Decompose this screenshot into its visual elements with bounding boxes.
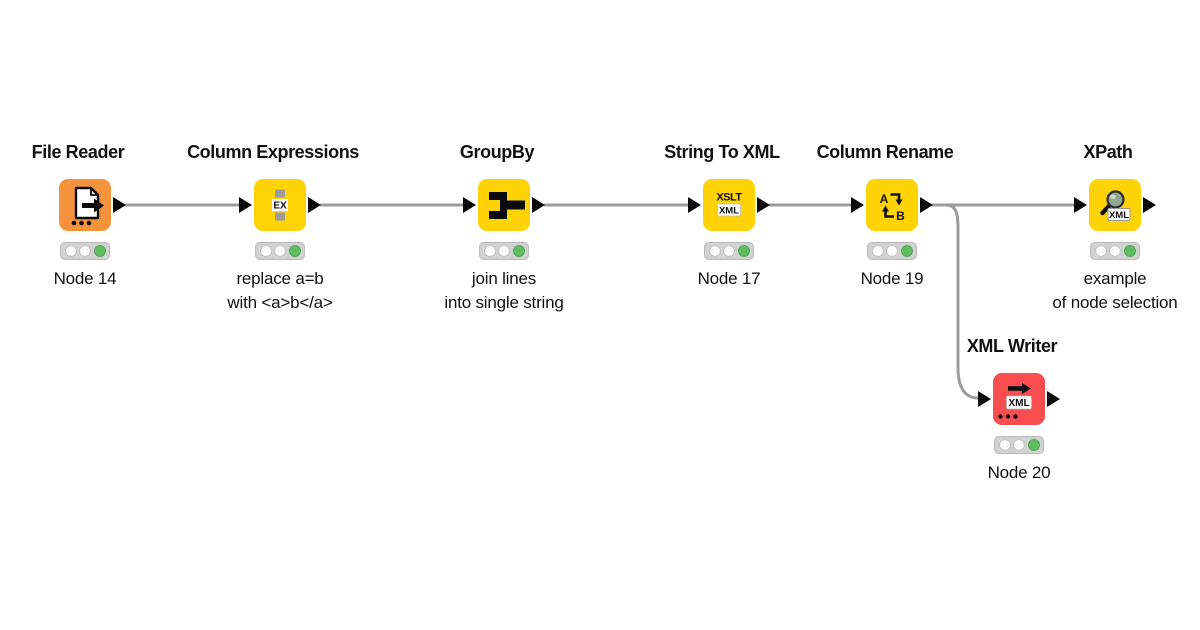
- output-port[interactable]: [757, 197, 770, 213]
- node-title: File Reader: [31, 142, 125, 162]
- icon-letter-a: A: [880, 192, 889, 206]
- node-title: Column Expressions: [187, 142, 359, 162]
- rename-a-to-b-icon: A B: [880, 192, 906, 223]
- traffic-light: [1090, 242, 1140, 260]
- traffic-light-red: [1094, 245, 1107, 257]
- merge-rows-icon: [489, 192, 525, 219]
- icon-text-ex: EX: [273, 201, 287, 212]
- traffic-light-green: [93, 245, 106, 257]
- input-port[interactable]: [851, 197, 864, 213]
- traffic-light-red: [708, 245, 721, 257]
- traffic-light-green: [1123, 245, 1136, 257]
- node-string-to-xml: String To XML XSLT XML Node 17: [664, 142, 780, 288]
- connection-column-rename-to-xml-writer[interactable]: [931, 203, 980, 400]
- output-port[interactable]: [920, 197, 933, 213]
- string-to-xml-node-body[interactable]: XSLT XML: [688, 179, 770, 231]
- input-port[interactable]: [463, 197, 476, 213]
- node-xml-writer: XML Writer XML Node 20: [967, 336, 1060, 482]
- node-label[interactable]: example of node selection: [985, 267, 1200, 315]
- output-port[interactable]: [308, 197, 321, 213]
- node-column-rename: Column Rename A B Node 19: [817, 142, 954, 288]
- node-label[interactable]: Node 19: [762, 267, 1022, 291]
- traffic-light-yellow: [1109, 245, 1121, 257]
- traffic-light-red: [483, 245, 496, 257]
- output-port[interactable]: [1143, 197, 1156, 213]
- node-column-expressions: Column Expressions EX replace a=b with <…: [187, 142, 359, 312]
- node-label[interactable]: Node 14: [0, 267, 215, 291]
- input-port[interactable]: [239, 197, 252, 213]
- traffic-light-green: [900, 245, 913, 257]
- node-label-line: Node 20: [987, 463, 1051, 482]
- magnifier-xml-icon: XML: [1100, 190, 1131, 221]
- file-export-icon: [71, 186, 104, 226]
- traffic-light-yellow: [79, 245, 91, 257]
- node-label-line: Node 19: [860, 269, 924, 288]
- node-groupby: GroupBy join lines into single string: [444, 142, 563, 312]
- node-label[interactable]: Node 17: [599, 267, 859, 291]
- traffic-light-red: [259, 245, 272, 257]
- traffic-light-green: [1027, 439, 1040, 451]
- node-label-line: join lines: [471, 269, 537, 288]
- traffic-light: [255, 242, 305, 260]
- node-label-line: example: [1083, 269, 1147, 288]
- icon-badge-xml: XML: [719, 206, 739, 217]
- node-title: String To XML: [664, 142, 780, 162]
- icon-badge-xml: XML: [1008, 398, 1029, 409]
- traffic-light-green: [737, 245, 750, 257]
- traffic-light-yellow: [498, 245, 510, 257]
- column-expressions-node-body[interactable]: EX: [239, 179, 321, 231]
- traffic-light-red: [871, 245, 884, 257]
- traffic-light: [479, 242, 529, 260]
- node-label-line: into single string: [444, 293, 564, 312]
- write-xml-icon: XML: [998, 383, 1032, 419]
- traffic-light-red: [998, 439, 1011, 451]
- output-port[interactable]: [113, 197, 126, 213]
- traffic-light: [867, 242, 917, 260]
- node-title: XPath: [1083, 142, 1133, 162]
- node-label-line: Node 17: [697, 269, 761, 288]
- input-port[interactable]: [688, 197, 701, 213]
- node-label-line: of node selection: [1052, 293, 1178, 312]
- traffic-light-red: [64, 245, 77, 257]
- traffic-light-yellow: [274, 245, 286, 257]
- node-label-line: Node 14: [53, 269, 117, 288]
- traffic-light-green: [288, 245, 301, 257]
- xml-writer-node-body[interactable]: XML: [978, 373, 1060, 425]
- file-reader-node-body[interactable]: [59, 179, 126, 231]
- icon-badge-xml: XML: [1109, 210, 1129, 221]
- node-label[interactable]: Node 20: [889, 461, 1149, 485]
- node-label-line: with <a>b</a>: [227, 293, 333, 312]
- xpath-node-body[interactable]: XML: [1074, 179, 1156, 231]
- node-title: Column Rename: [816, 142, 954, 162]
- traffic-light-yellow: [723, 245, 735, 257]
- node-file-reader: File Reader Node 14: [32, 142, 126, 288]
- column-rename-node-body[interactable]: A B: [851, 179, 933, 231]
- traffic-light: [60, 242, 110, 260]
- icon-text-xslt: XSLT: [716, 192, 742, 204]
- output-port[interactable]: [1047, 391, 1060, 407]
- node-label-line: replace a=b: [236, 269, 324, 288]
- node-title: GroupBy: [459, 142, 535, 162]
- traffic-light: [994, 436, 1044, 454]
- node-title: XML Writer: [966, 336, 1058, 356]
- node-label[interactable]: join lines into single string: [374, 267, 634, 315]
- traffic-light-yellow: [886, 245, 898, 257]
- input-port[interactable]: [978, 391, 991, 407]
- node-xpath: XPath XML example of node selection: [1052, 142, 1177, 312]
- xslt-xml-icon: XSLT XML: [716, 192, 743, 217]
- traffic-light-yellow: [1013, 439, 1025, 451]
- icon-letter-b: B: [896, 209, 905, 223]
- column-expression-icon: EX: [272, 189, 288, 221]
- traffic-light: [704, 242, 754, 260]
- node-label[interactable]: replace a=b with <a>b</a>: [150, 267, 410, 315]
- input-port[interactable]: [1074, 197, 1087, 213]
- output-port[interactable]: [532, 197, 545, 213]
- traffic-light-green: [512, 245, 525, 257]
- groupby-node-body[interactable]: [463, 179, 545, 231]
